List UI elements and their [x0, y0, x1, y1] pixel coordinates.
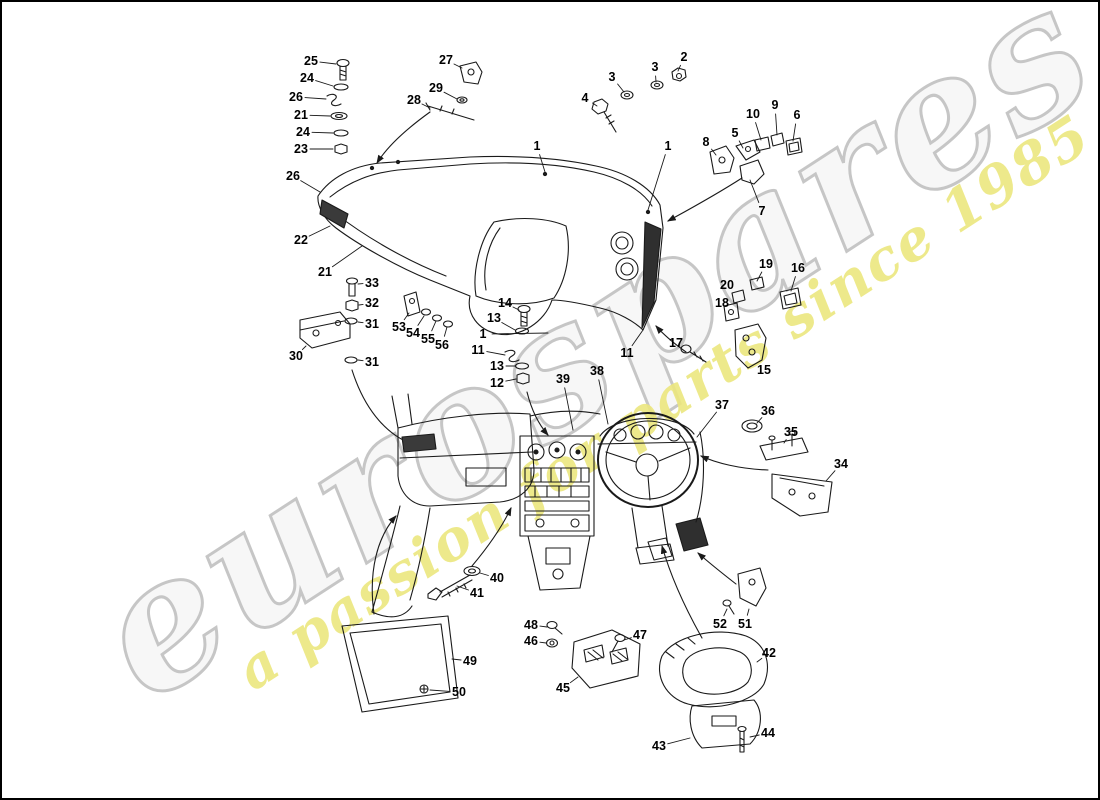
- bolt-washer-group-lower-left: [427, 507, 512, 601]
- bracket-30-group: [299, 277, 414, 445]
- column-shroud-group-bottom-right: [658, 544, 768, 753]
- bracket-cluster-top-right: [667, 132, 803, 222]
- plate-washers-group: [403, 291, 454, 328]
- screw-washer-nut-group-top: [591, 67, 687, 133]
- trim-panel-group-bottom-left: [341, 615, 459, 713]
- callout-leader-lines: [300, 61, 836, 745]
- fastener-stack-centre: [504, 304, 549, 436]
- lower-dashboard-scene: [371, 393, 709, 618]
- vent-bracket-group-bottom-centre: [545, 620, 641, 689]
- grommet-plate-bracket-right: [700, 419, 833, 517]
- upper-fascia-panel: [317, 155, 664, 336]
- fastener-stack-top-left: [326, 58, 350, 155]
- bracket-cluster-mid-right: [655, 276, 802, 369]
- bracket-and-pin-group: [376, 61, 483, 164]
